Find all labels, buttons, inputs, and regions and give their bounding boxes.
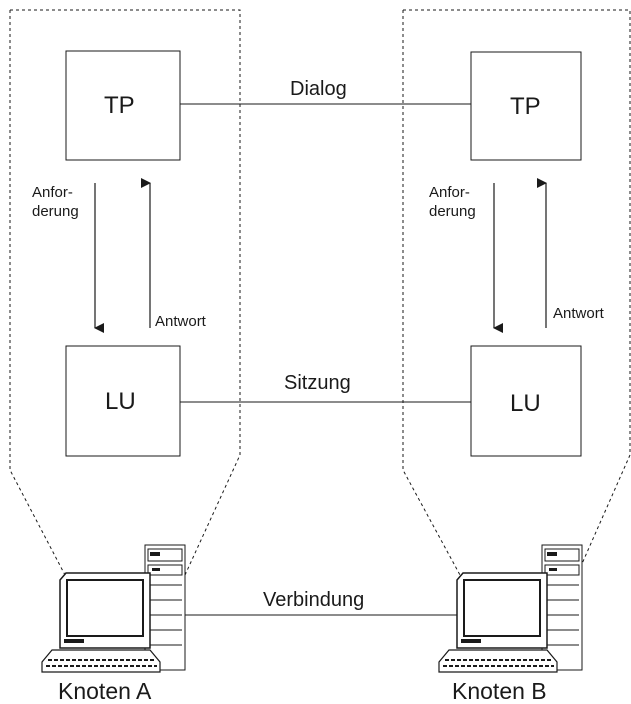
node-a-tp-box [65, 50, 181, 161]
node-a-tp-label: TP [104, 92, 135, 119]
dialog-label: Dialog [290, 78, 347, 100]
node-a-lu-label: LU [105, 388, 136, 415]
node-a-lu-box [65, 345, 181, 457]
desktop-computer-icon [438, 544, 583, 673]
node-b-tp-box [470, 51, 582, 161]
desktop-computer-icon [41, 544, 186, 673]
node-b-request-label-line1: Anfor- [429, 184, 470, 201]
node-a-request-label-line2: derung [32, 203, 79, 220]
connection-label: Verbindung [263, 589, 365, 611]
node-b-lu-box [470, 345, 582, 457]
node-a-outline [9, 9, 241, 576]
node-b-response-label: Antwort [553, 305, 604, 322]
node-a-request-label-line1: Anfor- [32, 184, 73, 201]
node-b-lu-label: LU [510, 390, 541, 417]
node-a-response-label: Antwort [155, 313, 206, 330]
node-b-request-label-line2: derung [429, 203, 476, 220]
session-label: Sitzung [284, 372, 351, 394]
node-b-name: Knoten B [452, 678, 547, 704]
node-b-tp-label: TP [510, 93, 541, 120]
node-a-name: Knoten A [58, 678, 152, 704]
